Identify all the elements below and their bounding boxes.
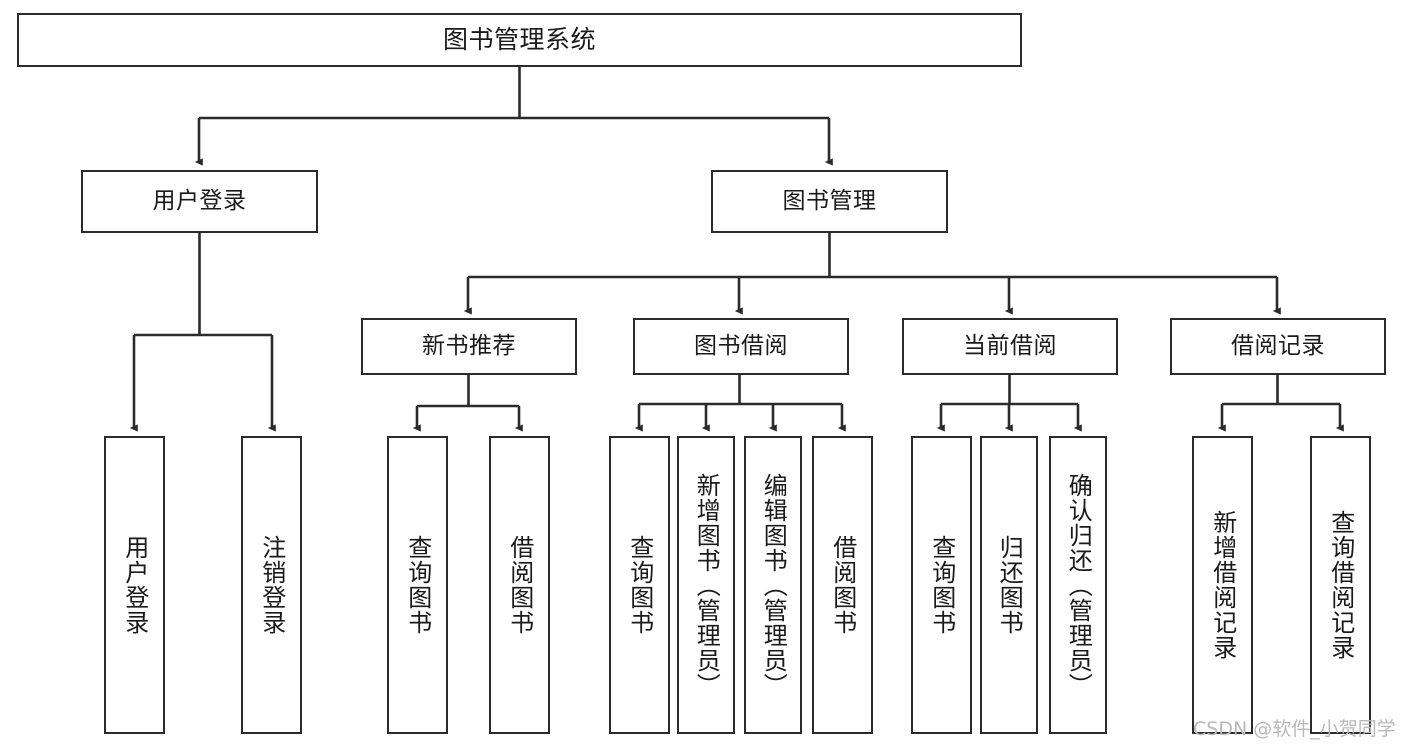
node-label: 图书管理系统 xyxy=(442,24,596,54)
node-root-system[interactable]: 图书管理系统 xyxy=(17,13,1022,67)
node-label: 注销登录 xyxy=(257,535,286,635)
node-label: 借阅图书 xyxy=(505,535,534,635)
leaf-book-borrow-query[interactable]: 查询图书 xyxy=(609,436,670,734)
node-new-book-recommend[interactable]: 新书推荐 xyxy=(361,318,577,375)
watermark-text: CSDN @软件_小贺同学 xyxy=(1193,718,1396,740)
node-label: 归还图书 xyxy=(995,535,1024,635)
leaf-new-book-query[interactable]: 查询图书 xyxy=(387,436,448,734)
node-label: 当前借阅 xyxy=(963,333,1057,360)
leaf-borrow-record-add[interactable]: 新增借阅记录 xyxy=(1192,436,1253,734)
leaf-current-borrow-query[interactable]: 查询图书 xyxy=(911,436,972,734)
node-label: 查询图书 xyxy=(927,535,956,635)
node-label: 编辑图书（管理员） xyxy=(759,472,788,698)
leaf-user-login-logout[interactable]: 注销登录 xyxy=(241,436,302,734)
leaf-book-borrow-borrow[interactable]: 借阅图书 xyxy=(812,436,873,734)
node-label: 确认归还（管理员） xyxy=(1064,472,1093,698)
node-book-management[interactable]: 图书管理 xyxy=(711,170,948,233)
node-label: 用户登录 xyxy=(120,535,149,635)
node-label: 用户登录 xyxy=(152,188,247,215)
leaf-borrow-record-query[interactable]: 查询借阅记录 xyxy=(1310,436,1371,734)
node-book-borrow[interactable]: 图书借阅 xyxy=(633,318,849,375)
leaf-book-borrow-add[interactable]: 新增图书（管理员） xyxy=(677,436,735,734)
node-label: 查询图书 xyxy=(625,535,654,635)
node-label: 新增借阅记录 xyxy=(1208,510,1237,660)
leaf-new-book-borrow[interactable]: 借阅图书 xyxy=(489,436,550,734)
node-user-login[interactable]: 用户登录 xyxy=(81,170,318,233)
node-label: 借阅记录 xyxy=(1231,333,1325,360)
node-label: 新增图书（管理员） xyxy=(692,472,721,698)
node-borrow-record[interactable]: 借阅记录 xyxy=(1170,318,1386,375)
leaf-book-borrow-edit[interactable]: 编辑图书（管理员） xyxy=(744,436,802,734)
node-label: 借阅图书 xyxy=(828,535,857,635)
node-label: 图书管理 xyxy=(782,188,877,215)
node-label: 新书推荐 xyxy=(422,333,516,360)
leaf-current-borrow-confirm-return[interactable]: 确认归还（管理员） xyxy=(1049,436,1107,734)
node-label: 查询图书 xyxy=(403,535,432,635)
node-current-borrow[interactable]: 当前借阅 xyxy=(902,318,1118,375)
node-label: 查询借阅记录 xyxy=(1326,510,1355,660)
leaf-user-login-login[interactable]: 用户登录 xyxy=(104,436,165,734)
leaf-current-borrow-return[interactable]: 归还图书 xyxy=(980,436,1038,734)
node-label: 图书借阅 xyxy=(694,333,788,360)
